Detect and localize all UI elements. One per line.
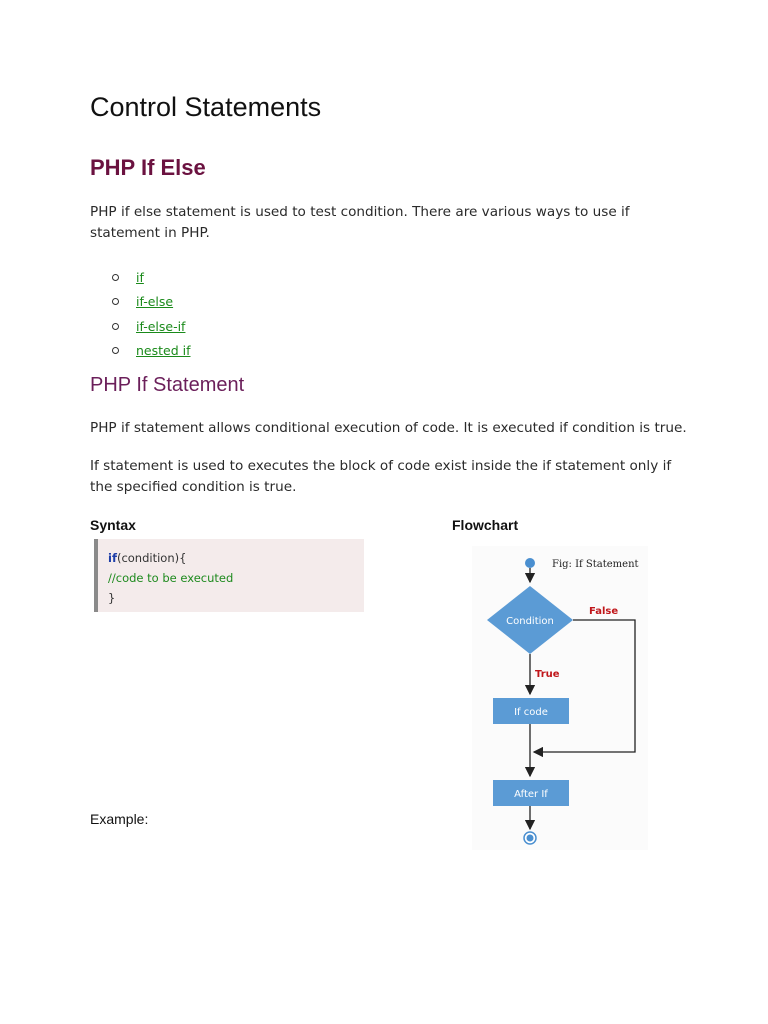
condition-diamond <box>487 586 573 654</box>
bullet-icon <box>112 347 119 355</box>
link-if-else[interactable]: if-else <box>136 294 174 310</box>
list-item: if-else-if <box>112 314 191 339</box>
section-heading: PHP If Else <box>90 155 206 180</box>
code-line-2: //code to be executed <box>108 571 234 585</box>
false-label: False <box>589 606 618 617</box>
code-keyword: if <box>108 551 117 565</box>
page-title: Control Statements <box>90 92 322 122</box>
code-line-3: } <box>108 591 116 605</box>
paragraph-1: PHP if statement allows conditional exec… <box>90 420 687 436</box>
if-code-label: If code <box>514 707 548 718</box>
bullet-icon <box>112 273 119 281</box>
after-if-label: After If <box>514 789 548 800</box>
code-block: if(condition){ //code to be executed } <box>94 539 364 612</box>
syntax-label: Syntax <box>90 517 136 533</box>
flowchart-label: Flowchart <box>452 517 519 533</box>
false-branch-line <box>532 619 636 758</box>
link-list: if if-else if-else-if nested if <box>112 265 191 363</box>
end-node-inner <box>526 834 534 842</box>
true-label: True <box>535 669 560 680</box>
list-item: if-else <box>112 290 191 315</box>
link-nested-if[interactable]: nested if <box>136 343 191 359</box>
if-code-box <box>493 698 569 724</box>
flowchart-diagram: Fig: If Statement Condition False True I… <box>472 546 648 850</box>
flowchart-caption: Fig: If Statement <box>552 559 639 570</box>
after-if-box <box>493 780 569 806</box>
code-condition: (condition){ <box>116 551 187 565</box>
link-if-else-if[interactable]: if-else-if <box>136 318 186 334</box>
list-item: nested if <box>112 339 191 364</box>
bullet-icon <box>112 298 119 306</box>
paragraph-2: If statement is used to executes the blo… <box>90 458 672 495</box>
condition-label: Condition <box>506 616 554 627</box>
list-item: if <box>112 265 191 290</box>
intro-paragraph: PHP if else statement is used to test co… <box>90 204 630 241</box>
code-line-1: if(condition){ <box>108 548 364 568</box>
link-if[interactable]: if <box>136 269 144 285</box>
example-label: Example: <box>90 811 149 827</box>
bullet-icon <box>112 322 119 330</box>
subheading: PHP If Statement <box>90 374 245 396</box>
start-node <box>525 558 535 568</box>
